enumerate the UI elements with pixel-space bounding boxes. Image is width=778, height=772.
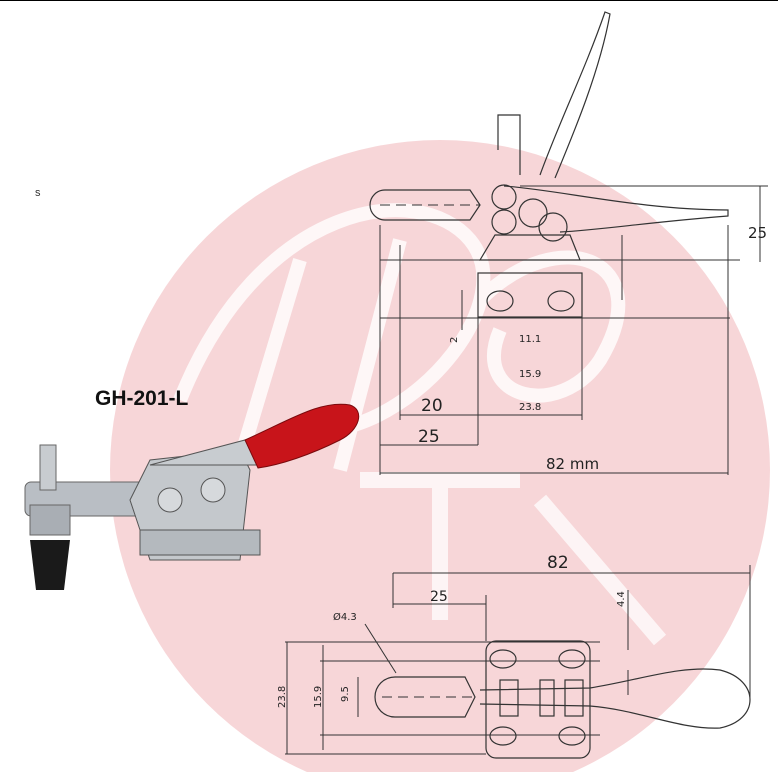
dim-total-82mm: 82 mm xyxy=(546,455,599,473)
dim-25: 25 xyxy=(418,427,440,447)
dim-20: 20 xyxy=(421,396,443,416)
dim-4-4: 4.4 xyxy=(616,591,627,607)
side-view-drawing xyxy=(369,11,768,475)
dim-hole-spacing-15-9: 15.9 xyxy=(313,686,324,708)
watermark-logo xyxy=(110,140,770,772)
stray-mark: s xyxy=(35,187,41,199)
dim-hole-diameter: Ø4.3 xyxy=(333,611,357,623)
dim-offset-25: 25 xyxy=(430,589,448,605)
dim-base-23-8: 23.8 xyxy=(277,686,288,708)
dim-slot-offset-2: 2 xyxy=(449,337,460,343)
clamp-product-photo xyxy=(24,403,360,590)
top-view-drawing xyxy=(285,565,751,759)
dim-total-82: 82 xyxy=(547,553,569,573)
dim-23-8: 23.8 xyxy=(519,402,541,413)
dim-15-9: 15.9 xyxy=(519,369,541,380)
model-label: GH-201-L xyxy=(95,387,189,410)
dim-height-25: 25 xyxy=(748,224,767,242)
dim-spindle-9-5: 9.5 xyxy=(340,686,351,702)
dim-11-1: 11.1 xyxy=(519,334,541,345)
